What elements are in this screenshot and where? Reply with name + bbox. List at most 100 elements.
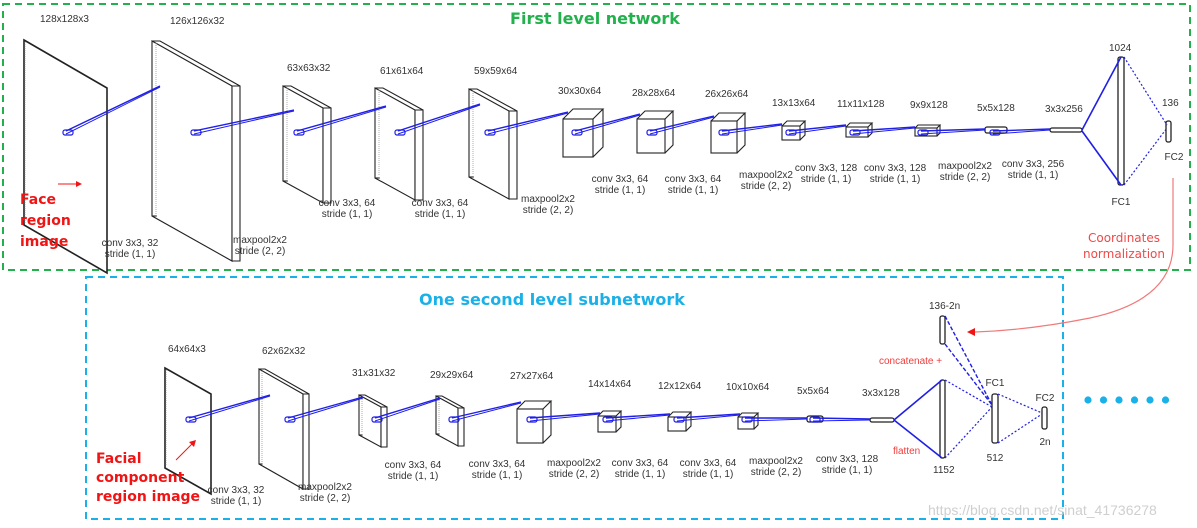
first-level-frame xyxy=(2,3,1191,271)
face-region-label-line3: image xyxy=(20,234,68,250)
fl-layer-8-side xyxy=(736,113,746,154)
fl-conn-1-line-a xyxy=(65,85,161,132)
fl-conn-8-line-a xyxy=(721,123,783,132)
fl-conn-12-line-a xyxy=(992,128,1051,132)
sl-conn-5-line-a xyxy=(529,412,601,419)
fl-layer-10-front xyxy=(845,126,869,138)
fl-layer-3 xyxy=(282,85,332,204)
sl-conn-1-kernel xyxy=(185,416,197,423)
fl-op-10-stride: stride (1, 1) xyxy=(870,174,921,185)
fl-op-1-name: conv 3x3, 32 xyxy=(102,238,159,249)
sl-fc1-bar xyxy=(991,393,999,444)
fl-op-9-stride: stride (1, 1) xyxy=(801,174,852,185)
coordinates-connector-curve xyxy=(974,178,1174,333)
fl-layer-9-dims: 13x13x64 xyxy=(772,98,816,109)
sl-conn-1-line-a xyxy=(188,394,271,419)
sl-layer-8-dims: 10x10x64 xyxy=(726,382,770,393)
sl-fc1-size: 512 xyxy=(987,453,1004,464)
fl-conn-10-line-a xyxy=(852,126,916,132)
fl-layer-2-dims: 126x126x32 xyxy=(170,16,225,27)
fl-layer-13-dims: 3x3x256 xyxy=(1045,104,1083,115)
fl-layer-10-top xyxy=(845,122,874,128)
fl-layer-6 xyxy=(562,108,605,158)
fl-fc2-name: FC2 xyxy=(1165,152,1184,163)
sl-layer-10 xyxy=(869,417,895,423)
fl-fc2-size: 136 xyxy=(1162,98,1179,109)
sl-flat-size: 1152 xyxy=(933,465,955,476)
fl-layer-4-side xyxy=(414,109,424,201)
fl-layer-3-dims: 63x63x32 xyxy=(287,63,331,74)
sl-conn-2-line-a xyxy=(287,396,364,419)
fl-layer-7-dims: 28x28x64 xyxy=(632,88,676,99)
sl-layer-7-front xyxy=(667,416,687,432)
sl-flat-fc1-top xyxy=(944,379,993,408)
fl-layer-3-top xyxy=(283,85,332,109)
fl-layer-2 xyxy=(151,40,241,262)
fl-layer-1-dims: 128x128x3 xyxy=(40,14,89,25)
fl-layer-13 xyxy=(1049,127,1083,133)
fl-layer-5 xyxy=(468,88,518,200)
facial-component-arrow xyxy=(175,443,193,461)
fl-op-8-stride: stride (2, 2) xyxy=(741,181,792,192)
sl-layer-2-top xyxy=(259,368,310,395)
more-dot xyxy=(1146,396,1154,404)
sl-op-3-name: conv 3x3, 64 xyxy=(385,460,442,471)
fl-fc1-bar xyxy=(1117,56,1125,186)
fl-op-6-stride: stride (1, 1) xyxy=(595,185,646,196)
fl-conn-9-kernel xyxy=(785,129,797,136)
facial-component-arrowhead xyxy=(189,440,196,447)
sl-conn-4-kernel xyxy=(448,416,460,423)
fl-op-4-name: conv 3x3, 64 xyxy=(412,198,469,209)
sl-op-7-stride: stride (1, 1) xyxy=(683,469,734,480)
fl-op-2-stride: stride (2, 2) xyxy=(235,246,286,257)
sl-conn-7-line-b xyxy=(676,414,741,422)
first-level-title: First level network xyxy=(510,9,680,28)
fl-conn-12-line-b xyxy=(992,129,1051,135)
sl-fc2-size: 2n xyxy=(1039,437,1050,448)
fl-flatten-edge-bottom xyxy=(1081,130,1122,186)
sl-layer-5-dims: 27x27x64 xyxy=(510,371,554,382)
concatenate-label: concatenate + xyxy=(879,356,942,367)
sl-layer-4-top xyxy=(436,395,465,409)
more-subnetworks-indicator xyxy=(1084,396,1170,404)
sl-layer-6-side xyxy=(615,411,622,433)
sl-layer-6-top xyxy=(597,410,623,417)
sl-layer-2-side xyxy=(302,393,310,490)
fl-conn-5-kernel xyxy=(484,129,496,136)
face-region-label-line1: Face xyxy=(20,192,56,208)
fl-layer-11-top xyxy=(914,124,942,129)
fl-conn-10-kernel xyxy=(849,129,861,136)
sl-concat-bar xyxy=(939,315,946,345)
sl-conn-5-kernel xyxy=(526,416,538,423)
sl-layer-2 xyxy=(258,368,310,490)
sl-flatten-edge-bottom xyxy=(893,419,943,459)
sl-op-6-stride: stride (1, 1) xyxy=(615,469,666,480)
coordinates-normalization-label-line1: Coordinates xyxy=(1088,231,1160,245)
face-region-arrowhead xyxy=(76,181,82,187)
fl-conn-6-line-b xyxy=(574,114,641,135)
fl-conn-7-line-b xyxy=(649,116,715,135)
sl-conn-3-line-a xyxy=(374,397,441,419)
facial-component-label-line2: component xyxy=(96,470,185,486)
sl-conn-9-kernel xyxy=(809,416,821,423)
facial-component-label-line1: Facial xyxy=(96,451,142,467)
sl-layer-6-dims: 14x14x64 xyxy=(588,379,632,390)
fl-fc2-bar xyxy=(1165,120,1172,143)
fl-layer-6-top xyxy=(562,108,605,120)
fl-layer-6-side xyxy=(592,109,604,158)
sl-flat-fc1-bottom xyxy=(944,406,993,459)
sl-op-4-name: conv 3x3, 64 xyxy=(469,459,526,470)
fl-conn-9-line-a xyxy=(788,124,847,132)
fl-layer-9-front xyxy=(781,125,801,141)
sl-layer-9-dims: 5x5x64 xyxy=(797,386,830,397)
fl-op-10-name: conv 3x3, 128 xyxy=(864,163,927,174)
sl-conn-9-line-a xyxy=(812,417,871,420)
sl-conn-6-line-b xyxy=(605,414,671,422)
fl-op-12-name: conv 3x3, 256 xyxy=(1002,159,1065,170)
sl-concat-fc1-bottom xyxy=(944,343,993,406)
fl-layer-3-side xyxy=(322,107,332,204)
fl-layer-3-face xyxy=(282,85,324,204)
sl-fc1-name: FC1 xyxy=(986,378,1005,389)
sl-layer-5-top xyxy=(516,400,553,410)
